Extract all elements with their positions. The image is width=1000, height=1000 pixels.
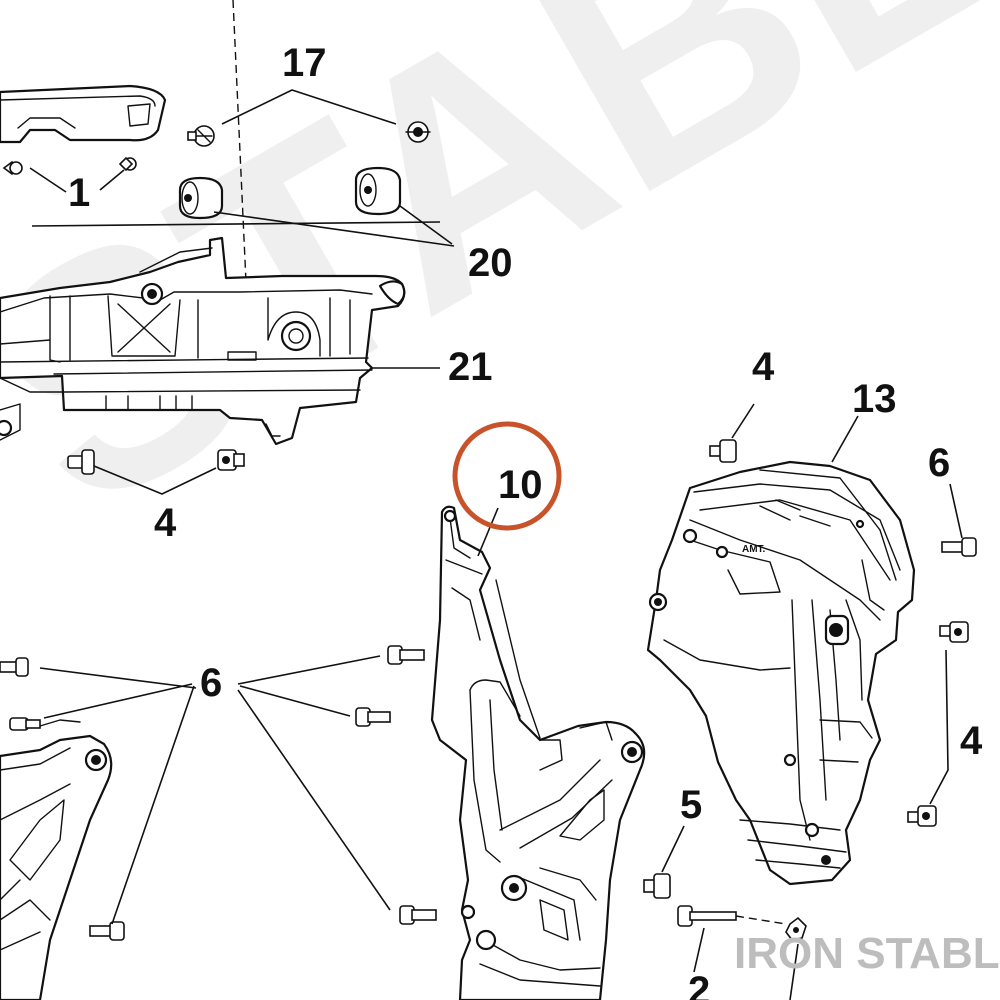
callout-21: 21 [448,345,493,389]
callout-4-right: 4 [960,719,983,763]
callout-4-left: 4 [154,501,177,545]
part-1-screw-right[interactable] [118,156,137,172]
part-6-bolt-3[interactable] [387,645,425,665]
part-20-bushing-right[interactable] [354,166,402,216]
callout-20: 20 [468,241,513,285]
callout-6-right: 6 [928,441,950,485]
callout-10-highlight-ring [452,421,562,531]
part-17-clip-right[interactable] [405,121,431,143]
callout-4-top-right: 4 [752,345,775,389]
part-2-long-bolt[interactable] [677,905,787,927]
part-6-bolt-4[interactable] [355,707,391,727]
part-4-bolt-mid-right[interactable] [939,621,969,643]
callout-10: 10 [498,463,543,507]
part-6-bolt-5[interactable] [399,905,437,925]
part-4-bolt-low-right[interactable] [907,805,937,827]
part-4-bolt-left[interactable] [67,449,95,475]
amt-tag-label: AMT. [742,544,766,555]
part-5-bolt[interactable] [643,873,671,899]
callout-1: 1 [68,171,90,215]
callout-5: 5 [680,783,702,827]
part-1-screw-left[interactable] [2,161,23,175]
callout-13: 13 [852,377,897,421]
part-6-bolt-6[interactable] [89,921,125,941]
brand-watermark: IRON STABLE [734,929,1000,978]
part-2-nut[interactable] [785,916,807,941]
callout-2: 2 [688,969,710,1000]
part-6-bolt-right-side[interactable] [941,537,977,557]
part-6-bolt-2[interactable] [9,717,41,731]
part-20-bushing-left[interactable] [178,176,224,220]
callout-17: 17 [282,41,327,85]
part-6-bolt-1[interactable] [0,657,29,677]
part-4-bolt-right[interactable] [217,449,245,471]
part-17-clip-left[interactable] [187,125,215,147]
part-21-housing[interactable] [0,0,406,446]
callout-6-left: 6 [200,661,222,705]
part-10-bracket[interactable] [430,505,646,1000]
part-13-cover[interactable]: AMT. [646,460,916,886]
part-4-bolt-top-right[interactable] [709,439,737,463]
bracket-left-lower [0,719,113,1000]
